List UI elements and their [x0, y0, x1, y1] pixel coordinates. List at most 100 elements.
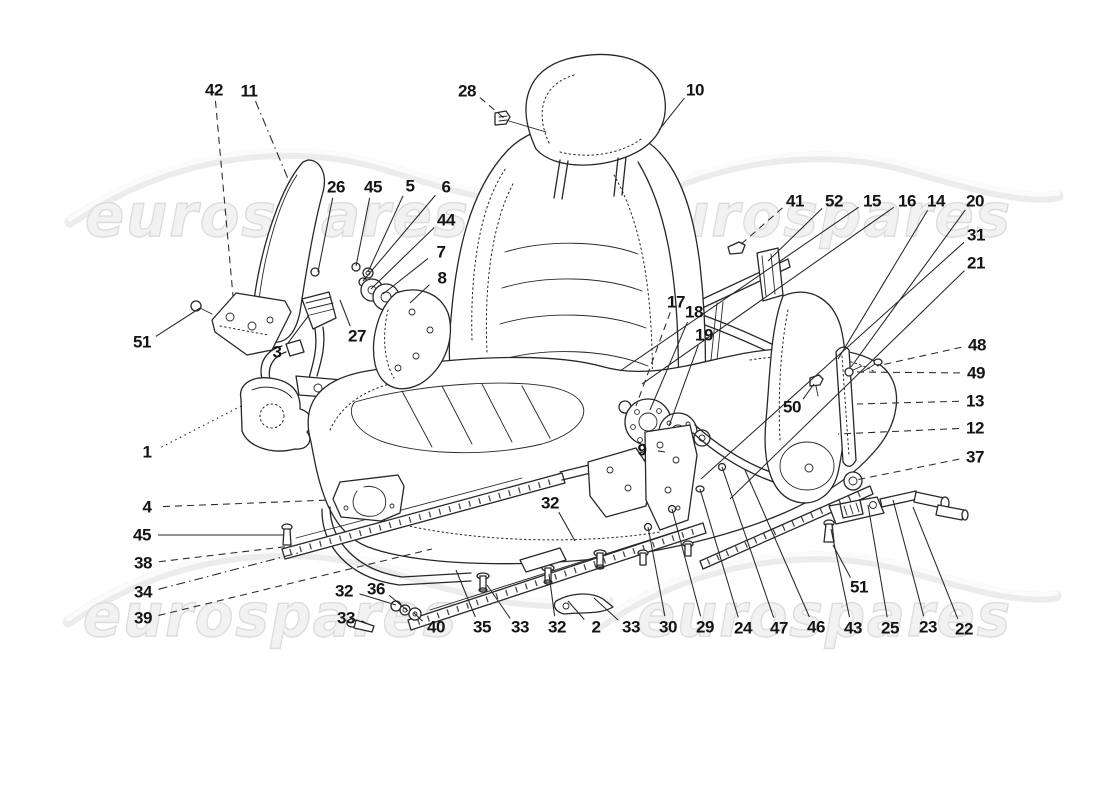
leader-line-5-6: [367, 195, 404, 273]
part-number-36-21: 36: [367, 579, 385, 599]
part-number-32-57: 32: [541, 493, 559, 513]
belt-buckle-drawing: [295, 291, 343, 399]
part-number-1-14: 1: [142, 442, 152, 462]
part-number-32-20: 32: [335, 581, 353, 601]
leader-line-29-30: [671, 508, 702, 617]
leader-line-15-41: [619, 206, 860, 372]
leader-line-4-15: [162, 499, 331, 508]
leader-line-51-13: [155, 307, 201, 337]
part-number-43-34: 43: [844, 618, 862, 638]
part-number-28-2: 28: [458, 81, 476, 101]
floor-studs-drawing: [476, 540, 694, 593]
leader-line-27-11: [339, 299, 351, 327]
leader-line-43-34: [830, 528, 851, 618]
leader-line-32-20: [359, 593, 397, 606]
part-number-14-43: 14: [927, 191, 945, 211]
part-number-4-15: 4: [142, 497, 152, 517]
leader-line-32-57: [558, 511, 576, 542]
leader-line-22-37: [912, 506, 959, 620]
mount-plate-drawing: [190, 292, 292, 356]
part-number-3-12: 3: [272, 342, 282, 362]
part-number-26-4: 26: [327, 177, 345, 197]
part-number-33-28: 33: [622, 617, 640, 637]
leader-line-42-0: [214, 100, 234, 297]
part-number-16-42: 16: [898, 191, 916, 211]
part-number-38-17: 38: [134, 553, 152, 573]
hinge-hardware-drawing: [823, 490, 969, 543]
part-number-24-31: 24: [734, 618, 752, 638]
frame-tube-drawing: [321, 506, 472, 586]
headrest-clip-drawing: [494, 110, 547, 133]
leader-line-20-44: [850, 209, 966, 368]
part-number-47-32: 47: [770, 618, 788, 638]
leader-line-2-27: [567, 600, 585, 620]
part-number-21-46: 21: [967, 253, 985, 273]
leader-line-1-14: [161, 404, 244, 448]
leader-line-3-12: [287, 314, 310, 344]
leader-line-17-54: [635, 312, 671, 407]
part-number-2-27: 2: [591, 617, 601, 637]
leader-line-14-43: [837, 210, 929, 360]
part-number-34-18: 34: [134, 582, 152, 602]
leader-line-52-40: [767, 208, 823, 262]
part-number-17-54: 17: [667, 292, 685, 312]
part-number-10-3: 10: [686, 80, 704, 100]
leader-line-30-29: [647, 526, 666, 617]
leader-line-51-38: [832, 544, 852, 578]
headrest-drawing: [525, 53, 666, 200]
leader-line-39-19: [158, 548, 433, 616]
belt-retractor-drawing: [239, 339, 312, 452]
part-number-30-29: 30: [659, 617, 677, 637]
part-number-32-26: 32: [548, 617, 566, 637]
leader-lines-layer: [155, 97, 966, 624]
part-number-12-50: 12: [966, 418, 984, 438]
part-number-29-30: 29: [696, 617, 714, 637]
part-number-42-0: 42: [205, 80, 223, 100]
leader-line-6-7: [362, 194, 436, 282]
leader-line-32-26: [548, 573, 556, 617]
leader-line-33-22: [361, 620, 367, 624]
leader-line-50-52: [802, 383, 815, 400]
part-number-8-10: 8: [437, 268, 447, 288]
part-number-51-13: 51: [133, 332, 151, 352]
part-number-33-22: 33: [337, 608, 355, 628]
part-number-6-7: 6: [441, 177, 451, 197]
leader-line-13-49: [856, 400, 960, 405]
part-number-27-11: 27: [348, 326, 366, 346]
leader-line-41-39: [738, 207, 783, 247]
part-number-25-35: 25: [881, 618, 899, 638]
part-number-45-5: 45: [364, 177, 382, 197]
part-number-23-36: 23: [919, 617, 937, 637]
part-number-49-48: 49: [967, 363, 985, 383]
part-number-50-52: 50: [783, 397, 801, 417]
part-number-51-38: 51: [850, 577, 868, 597]
part-number-9-53: 9: [637, 440, 647, 460]
part-number-5-6: 5: [405, 176, 415, 196]
part-number-11-1: 11: [240, 81, 258, 101]
part-number-48-47: 48: [968, 335, 986, 355]
leader-line-24-31: [699, 488, 739, 618]
part-number-37-51: 37: [966, 447, 984, 467]
leader-line-37-51: [855, 458, 960, 481]
leader-line-25-35: [867, 504, 888, 618]
watermark-text: eurospares: [83, 581, 458, 651]
part-number-20-44: 20: [966, 191, 984, 211]
leader-line-12-50: [837, 427, 960, 435]
part-number-22-37: 22: [955, 619, 973, 639]
leader-line-8-10: [409, 284, 430, 304]
leader-line-9-53: [657, 450, 666, 453]
leader-line-46-33: [744, 469, 810, 618]
part-number-18-55: 18: [685, 302, 703, 322]
part-number-41-39: 41: [786, 191, 804, 211]
leader-line-19-56: [668, 345, 699, 427]
leader-line-49-48: [852, 371, 961, 374]
leader-line-28-2: [479, 97, 506, 120]
part-number-13-49: 13: [966, 391, 984, 411]
part-number-39-19: 39: [134, 608, 152, 628]
part-number-46-33: 46: [807, 617, 825, 637]
part-number-33-25: 33: [511, 617, 529, 637]
seat-illustration: [190, 53, 969, 633]
leader-line-48-47: [876, 346, 962, 367]
leader-line-33-25: [486, 584, 511, 619]
